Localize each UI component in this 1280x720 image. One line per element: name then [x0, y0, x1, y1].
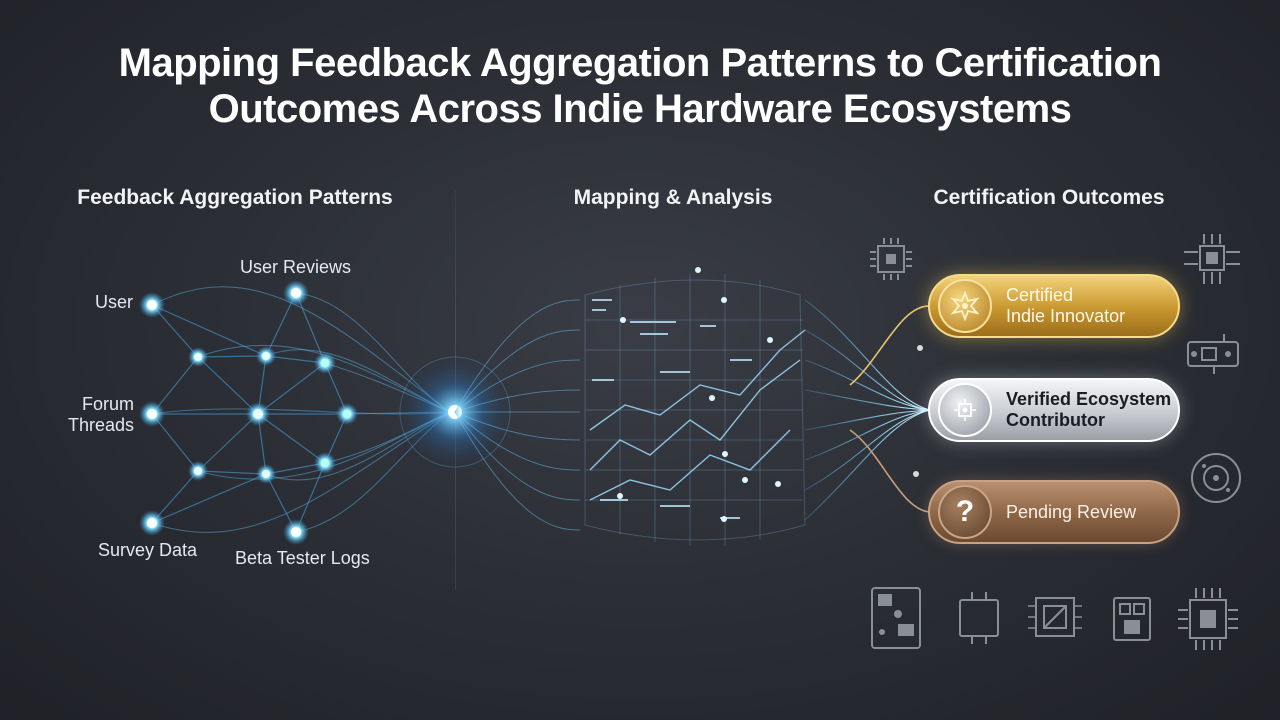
- microchip-icon: [870, 238, 912, 280]
- source-label-user-reviews: User Reviews: [240, 257, 352, 277]
- section-heading-feedback: Feedback Aggregation Patterns: [77, 186, 393, 209]
- grid-nodes: [617, 267, 781, 522]
- grid-data-marks: [592, 299, 752, 519]
- circuit-board-icon: [1113, 597, 1151, 641]
- branch-to-gold: [849, 305, 931, 386]
- title-line-2: Outcomes Across Indie Hardware Ecosystem…: [208, 87, 1072, 131]
- fan-lines: [454, 299, 581, 531]
- microchip-icon: [1028, 597, 1082, 637]
- trend-lines: [589, 329, 806, 501]
- branch-to-bronze: [849, 429, 931, 513]
- source-label-user: User: [95, 292, 134, 312]
- source-label-survey-data: Survey Data: [98, 540, 198, 560]
- title-line-1: Mapping Feedback Aggregation Patterns to…: [118, 41, 1162, 85]
- source-nodes: [139, 280, 309, 545]
- source-label-beta-tester-logs: Beta Tester Logs: [235, 548, 370, 568]
- circuit-board-icon: [871, 587, 921, 649]
- section-heading-mapping: Mapping & Analysis: [573, 186, 773, 209]
- outcome-label: Verified Ecosystem Contributor: [1006, 389, 1172, 430]
- page-title: Mapping Feedback Aggregation Patterns to…: [0, 40, 1280, 132]
- question-mark-glyph: ?: [955, 495, 975, 528]
- microchip-icon: [1178, 588, 1238, 650]
- outflow-lines: [804, 299, 931, 521]
- hidden-nodes: [188, 346, 358, 484]
- source-label-forum-threads: Forum Threads: [67, 394, 134, 435]
- outcome-label: Certified Indie Innovator: [1006, 285, 1126, 326]
- outcome-verified-ecosystem-contributor: Verified Ecosystem Contributor: [928, 378, 1180, 442]
- round-board-icon: [1191, 453, 1241, 503]
- section-heading-outcomes: Certification Outcomes: [933, 186, 1165, 209]
- microchip-icon: [1184, 234, 1240, 284]
- outcome-certified-indie-innovator: Certified Indie Innovator: [928, 274, 1180, 338]
- question-mark-icon: ?: [938, 485, 992, 539]
- outcome-pending-review: ? Pending Review: [928, 480, 1180, 544]
- outcome-label: Pending Review: [1006, 501, 1137, 522]
- microchip-icon: [959, 592, 999, 644]
- sensor-module-icon: [1187, 334, 1239, 374]
- starburst-badge-icon: [938, 279, 992, 333]
- chip-badge-icon: [938, 383, 992, 437]
